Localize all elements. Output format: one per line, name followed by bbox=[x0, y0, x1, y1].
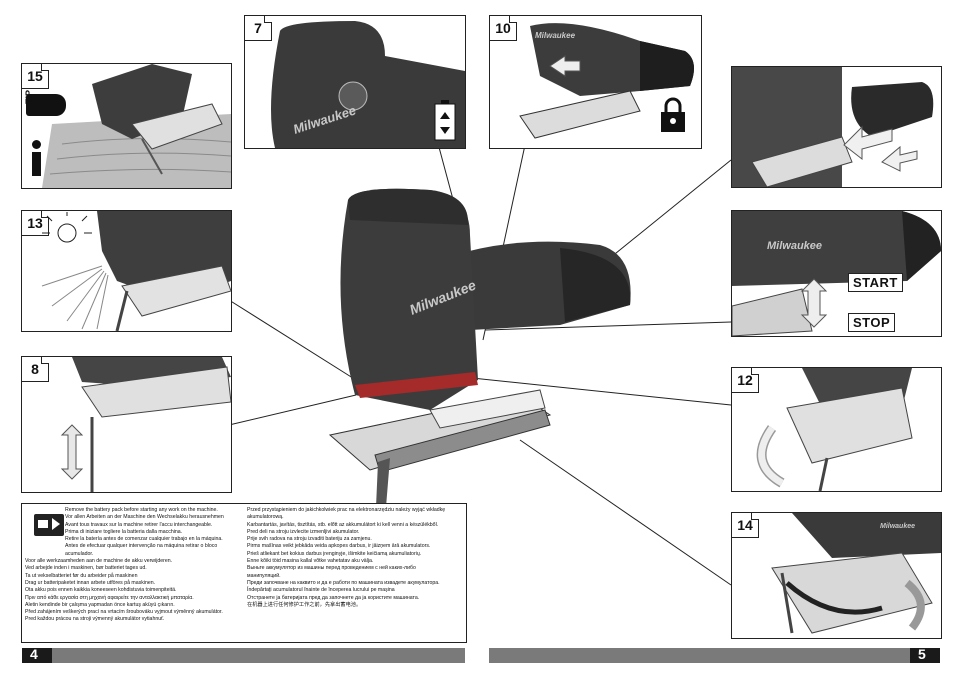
battery-warning-box: Remove the battery pack before starting … bbox=[21, 503, 467, 643]
battery-removal-illustration bbox=[732, 67, 934, 187]
info-icon bbox=[30, 140, 44, 178]
panel-number: 10 bbox=[490, 16, 517, 41]
warning-line: Drag ur batteripaketet innan arbete utfö… bbox=[25, 579, 156, 586]
warning-line: Πριν από κάθε εργασία στη μηχανή αφαιρεί… bbox=[25, 594, 194, 601]
warning-line: Отстранете ја батеријата пред да започне… bbox=[247, 594, 420, 601]
warning-line: akumulatorową. bbox=[247, 514, 284, 521]
warning-text-right-column: Przed przystąpieniem do jakichkolwiek pr… bbox=[247, 507, 445, 609]
warning-line: Pred každou prácou na stroji výmenný aku… bbox=[25, 616, 165, 623]
orbital-action-illustration bbox=[756, 368, 913, 491]
panel-number: 13 bbox=[22, 211, 49, 236]
footer-bar-right bbox=[489, 648, 940, 663]
stop-label: STOP bbox=[848, 313, 896, 332]
svg-text:Milwaukee: Milwaukee bbox=[535, 31, 576, 40]
remove-battery-icon bbox=[34, 514, 64, 536]
bevel-shoe-illustration: Milwaukee bbox=[771, 513, 941, 634]
warning-line: Ved arbejde inden i maskinen, bør batter… bbox=[25, 565, 147, 572]
warning-line: Před zahájením veškerých prací na vrtací… bbox=[25, 609, 223, 616]
panel-11: 11 Milwaukee START STOP bbox=[731, 210, 942, 337]
warning-line: манипуляций. bbox=[247, 572, 281, 579]
warning-line: 在机器上进行任何修护工作之前，先拿出蓄电池。 bbox=[247, 601, 362, 608]
warning-line: Pred deli na stroju izvlecite izmenljivi… bbox=[247, 528, 360, 535]
warning-line: Îndepărtaţi acumulatorul înainte de înce… bbox=[247, 587, 395, 594]
warning-line: Retire la batería antes de comenzar cual… bbox=[65, 536, 223, 543]
warning-line: acumulador. bbox=[65, 550, 94, 557]
warning-line: Aletin kendinde bir çalışma yapmadan önc… bbox=[25, 601, 175, 608]
jigsaw-on-wood-illustration bbox=[42, 64, 231, 188]
panel-number: 8 bbox=[22, 357, 49, 382]
warning-line: Ota akku pois ennen kaikkia koneeseen ko… bbox=[25, 587, 177, 594]
lock-switch-illustration: Milwaukee bbox=[519, 23, 694, 139]
start-label: START bbox=[848, 273, 903, 292]
page-number-left: 4 bbox=[30, 646, 38, 662]
blade-insertion-illustration bbox=[60, 357, 231, 492]
battery-indicator-illustration: Milwaukee bbox=[271, 21, 465, 148]
panel-10: 10 Milwaukee bbox=[489, 15, 702, 149]
warning-line: Vor allen Arbeiten an der Maschine den W… bbox=[65, 514, 224, 521]
panel-number: 14 bbox=[732, 513, 759, 538]
panel-13: 13 bbox=[21, 210, 232, 332]
footer-bar-left bbox=[22, 648, 465, 663]
panel-8: 8 bbox=[21, 356, 232, 493]
warning-line: Prima di iniziare togliere la batteria d… bbox=[65, 528, 183, 535]
warning-line: Prije svih radova na stroju izvaditi bat… bbox=[247, 536, 372, 543]
warning-line: Выньте аккумулятор из машины перед прове… bbox=[247, 565, 416, 572]
warning-line: Avant tous travaux sur la machine retire… bbox=[65, 521, 213, 528]
warning-text-left-column: Remove the battery pack before starting … bbox=[25, 507, 224, 624]
panel-number: 12 bbox=[732, 368, 759, 393]
panel-14: 14 Milwaukee bbox=[731, 512, 942, 639]
warning-line: Ta ut vekselbatteriet før du arbeider på… bbox=[25, 572, 138, 579]
warning-line: Преди започване на каквито и да е работи… bbox=[247, 579, 440, 586]
tip-hand-icon bbox=[26, 94, 66, 116]
warning-line: Antes de efectuar qualquer intervenção n… bbox=[65, 543, 218, 550]
panel-12: 12 bbox=[731, 367, 942, 492]
start-stop-illustration: Milwaukee bbox=[732, 211, 941, 336]
svg-text:Milwaukee: Milwaukee bbox=[767, 240, 822, 252]
warning-line: Karbantartás, javítás, tisztítás, stb. e… bbox=[247, 521, 439, 528]
warning-line: Remove the battery pack before starting … bbox=[65, 507, 218, 513]
svg-text:Milwaukee: Milwaukee bbox=[880, 523, 915, 530]
led-light-illustration bbox=[41, 211, 231, 331]
warning-line: Prieš atliekant bet kokius darbus įrengi… bbox=[247, 550, 422, 557]
warning-line: Pirms mašīnas veikt jebkāda veida apkope… bbox=[247, 543, 431, 550]
page-number-right: 5 bbox=[918, 646, 926, 662]
warning-line: Voor alle werkzaamheden aan de machine d… bbox=[25, 558, 173, 565]
panel-number: 15 bbox=[22, 64, 49, 89]
panel-6: 6 bbox=[731, 66, 942, 188]
panel-15: 15 TIP bbox=[21, 63, 232, 189]
warning-line: Przed przystąpieniem do jakichkolwiek pr… bbox=[247, 507, 446, 513]
panel-number: 7 bbox=[245, 16, 272, 41]
warning-line: Enne kõiki töid masina kallal võtke vahe… bbox=[247, 558, 374, 565]
panel-7: 7 Milwaukee bbox=[244, 15, 466, 149]
